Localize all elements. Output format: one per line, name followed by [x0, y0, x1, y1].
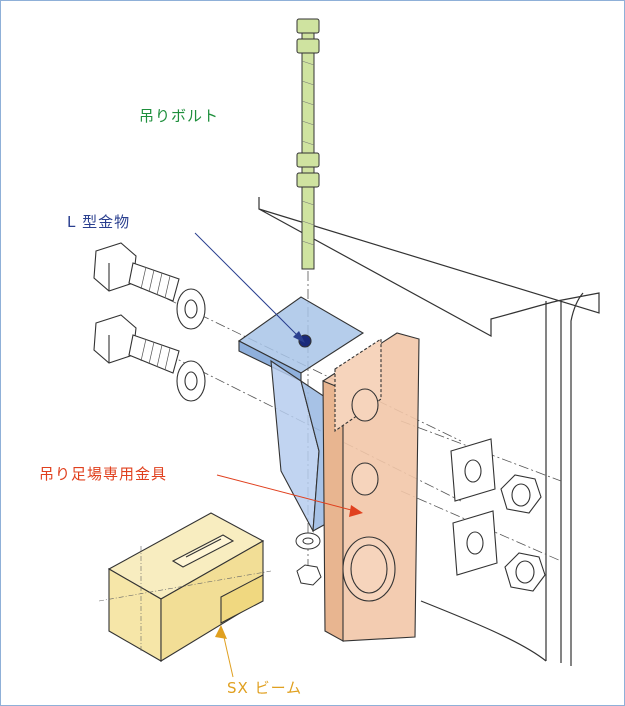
steel-beam-flange-bottom [420, 600, 547, 662]
nut-mid-1 [296, 152, 320, 168]
square-washer-upper [450, 438, 496, 502]
steel-beam-cut-edge [570, 292, 584, 666]
label-l-bracket: L 型金物 [67, 213, 131, 231]
plate-hole-upper [351, 388, 379, 422]
sx-beam [98, 512, 272, 662]
plate-hole-lower [351, 462, 379, 496]
hex-bolt-lower [93, 314, 180, 374]
hex-nut-right-lower [504, 552, 546, 592]
nut-mid-2 [296, 172, 320, 188]
leader-l-bracket [194, 232, 302, 340]
nut-bottom [296, 564, 322, 586]
label-scaffold-fitting: 吊り足場専用金具 [39, 465, 168, 483]
hanger-bolt [296, 18, 320, 270]
washer-left-lower [176, 360, 206, 402]
leader-l-bracket-arrow [293, 331, 305, 343]
hex-bolt-upper [93, 242, 180, 302]
centerline-right-2 [400, 490, 562, 562]
label-hanger-bolt: 吊りボルト [139, 107, 220, 125]
hex-nut-right-upper [500, 474, 542, 514]
square-washer-lower [452, 510, 498, 576]
nut-top-1 [296, 18, 320, 34]
leader-scaffold-fitting [216, 474, 356, 512]
scaffold-fitting [322, 332, 420, 642]
nut-top-2 [296, 38, 320, 54]
steel-beam-outline [258, 197, 600, 338]
washer-left-upper [176, 288, 206, 330]
leader-sx-beam-arrow [215, 625, 227, 639]
leader-sx-beam [222, 632, 234, 678]
leader-scaffold-fitting-arrow [349, 505, 363, 517]
label-sx-beam: SX ビーム [227, 679, 303, 697]
steel-beam-web [545, 301, 562, 663]
